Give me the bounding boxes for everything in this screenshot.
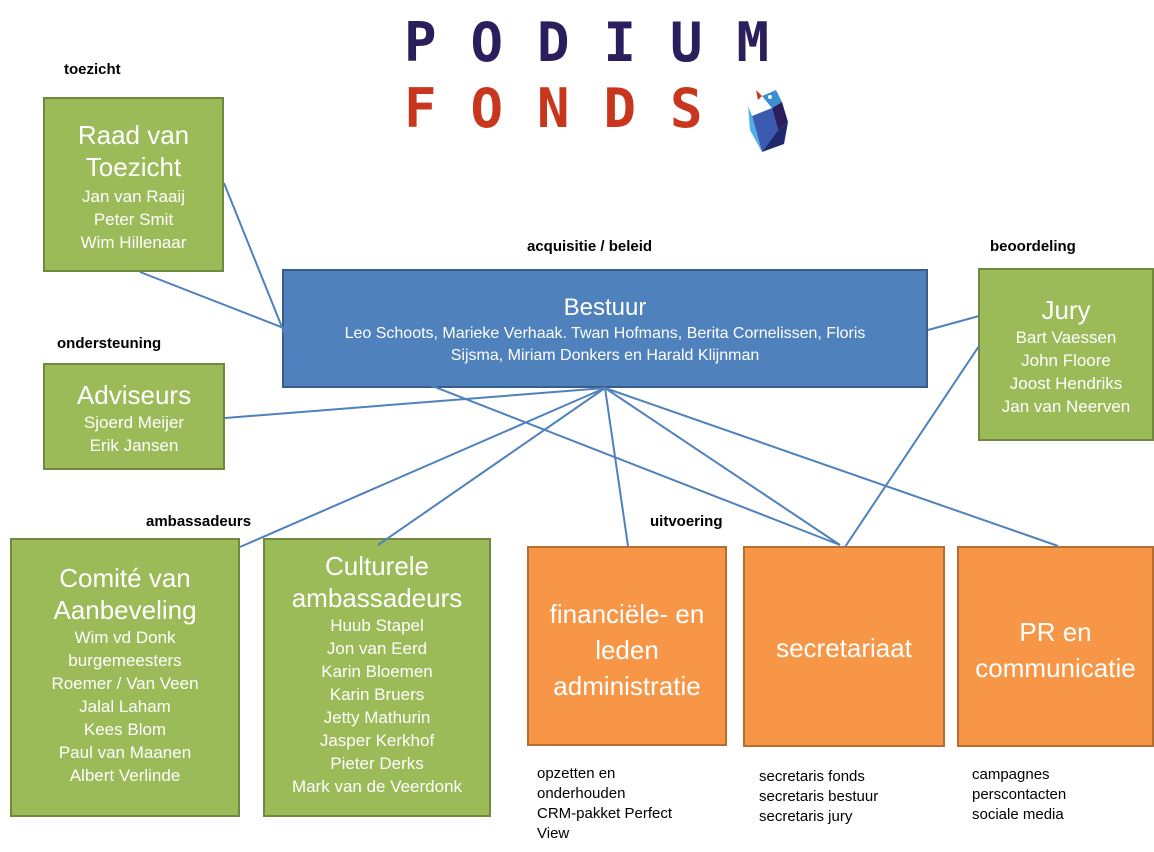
comite-member: burgemeesters — [68, 651, 182, 670]
note-financieel: opzetten en onderhouden CRM-pakket Perfe… — [537, 764, 672, 844]
note-line: secretaris bestuur — [759, 788, 879, 805]
note-line: View — [537, 825, 570, 842]
secretariaat-title: secretariaat — [776, 633, 912, 663]
culturele-member: Karin Bloemen — [321, 662, 433, 681]
comite-member: Kees Blom — [83, 720, 167, 739]
label-beoordeling: beoordeling — [990, 238, 1076, 255]
logo-fonds: FONDS — [404, 77, 737, 140]
note-line: secretaris fonds — [759, 768, 865, 785]
connector-bestuur-jury — [927, 315, 980, 331]
connector-bestuur-culturele — [377, 387, 606, 546]
culturele-member: Mark van de Veerdonk — [291, 777, 463, 796]
box-comite-van-aanbeveling: Comité van Aanbeveling Wim vd Donk burge… — [10, 538, 240, 817]
bestuur-title: Bestuur — [563, 294, 647, 321]
raad-member: Peter Smit — [93, 210, 174, 229]
note-pr: campagnes perscontacten sociale media — [972, 765, 1066, 825]
bestuur-members-2: Sijsma, Miriam Donkers en Harald Klijnma… — [450, 347, 760, 364]
bird-icon — [748, 90, 788, 152]
note-secretariaat: secretaris fonds secretaris bestuur secr… — [759, 767, 878, 827]
comite-member: Wim vd Donk — [74, 628, 176, 647]
raad-title-2: Toezicht — [85, 152, 182, 182]
culturele-member: Jetty Mathurin — [323, 708, 431, 727]
label-acquisitie: acquisitie / beleid — [527, 238, 653, 255]
box-jury: Jury Bart Vaessen John Floore Joost Hend… — [978, 268, 1154, 441]
note-line: campagnes — [972, 766, 1050, 783]
connector-bestuur-adviseurs — [224, 387, 606, 419]
comite-member: Jalal Laham — [79, 697, 171, 716]
jury-member: Joost Hendriks — [1009, 374, 1123, 393]
label-ambassadeurs: ambassadeurs — [146, 513, 252, 530]
financieel-title-2: leden — [595, 635, 659, 665]
financieel-title-1: financiële- en — [549, 599, 705, 629]
comite-member: Paul van Maanen — [58, 743, 192, 762]
culturele-member: Jasper Kerkhof — [319, 731, 435, 750]
pr-title-2: communicatie — [975, 653, 1136, 683]
connector-bestuur-financieel — [604, 387, 629, 547]
note-line: CRM-pakket Perfect — [537, 805, 673, 822]
box-secretariaat: secretariaat — [743, 546, 945, 747]
logo-podium: PODIUM — [404, 11, 804, 74]
culturele-member: Pieter Derks — [330, 754, 424, 773]
box-pr-communicatie: PR en communicatie — [957, 546, 1154, 747]
culturele-member: Jon van Eerd — [326, 639, 428, 658]
box-raad-van-toezicht: Raad van Toezicht Jan van Raaij Peter Sm… — [43, 97, 224, 272]
jury-member: John Floore — [1021, 351, 1111, 370]
comite-member: Roemer / Van Veen — [51, 674, 199, 693]
jury-member: Bart Vaessen — [1015, 328, 1117, 347]
note-line: secretaris jury — [759, 808, 853, 825]
note-line: perscontacten — [972, 786, 1067, 803]
comite-title-1: Comité van — [59, 563, 191, 593]
culturele-title-1: Culturele — [324, 551, 430, 581]
culturele-member: Huub Stapel — [330, 616, 424, 635]
note-line: onderhouden — [537, 785, 626, 802]
raad-member: Wim Hillenaar — [80, 233, 187, 252]
podium-fonds-logo: PODIUM FONDS — [404, 10, 803, 142]
jury-member: Jan van Neerven — [1001, 397, 1131, 416]
note-line: sociale media — [972, 806, 1064, 823]
label-ondersteuning: ondersteuning — [57, 335, 162, 352]
adviseurs-member: Erik Jansen — [89, 436, 179, 455]
adviseurs-member: Sjoerd Meijer — [83, 413, 185, 432]
financieel-title-3: administratie — [553, 671, 701, 701]
label-uitvoering: uitvoering — [650, 513, 723, 530]
box-bestuur: Bestuur Leo Schoots, Marieke Verhaak. Tw… — [282, 269, 928, 388]
label-toezicht: toezicht — [64, 61, 121, 78]
bestuur-members-1: Leo Schoots, Marieke Verhaak. Twan Hofma… — [344, 325, 866, 342]
jury-title: Jury — [1041, 295, 1091, 325]
connector-bestuur-comite — [239, 387, 606, 548]
box-financieel: financiële- en leden administratie — [527, 546, 727, 746]
culturele-member: Karin Bruers — [329, 685, 425, 704]
note-line: opzetten en — [537, 765, 616, 782]
comite-member: Albert Verlinde — [69, 766, 181, 785]
comite-title-2: Aanbeveling — [53, 595, 197, 625]
adviseurs-title: Adviseurs — [76, 380, 192, 410]
box-culturele-ambassadeurs: Culturele ambassadeurs Huub Stapel Jon v… — [263, 538, 491, 817]
raad-title-1: Raad van — [77, 120, 190, 150]
raad-member: Jan van Raaij — [81, 187, 185, 206]
culturele-title-2: ambassadeurs — [291, 583, 463, 613]
box-adviseurs: Adviseurs Sjoerd Meijer Erik Jansen — [43, 363, 225, 470]
pr-title-1: PR en — [1019, 617, 1092, 647]
